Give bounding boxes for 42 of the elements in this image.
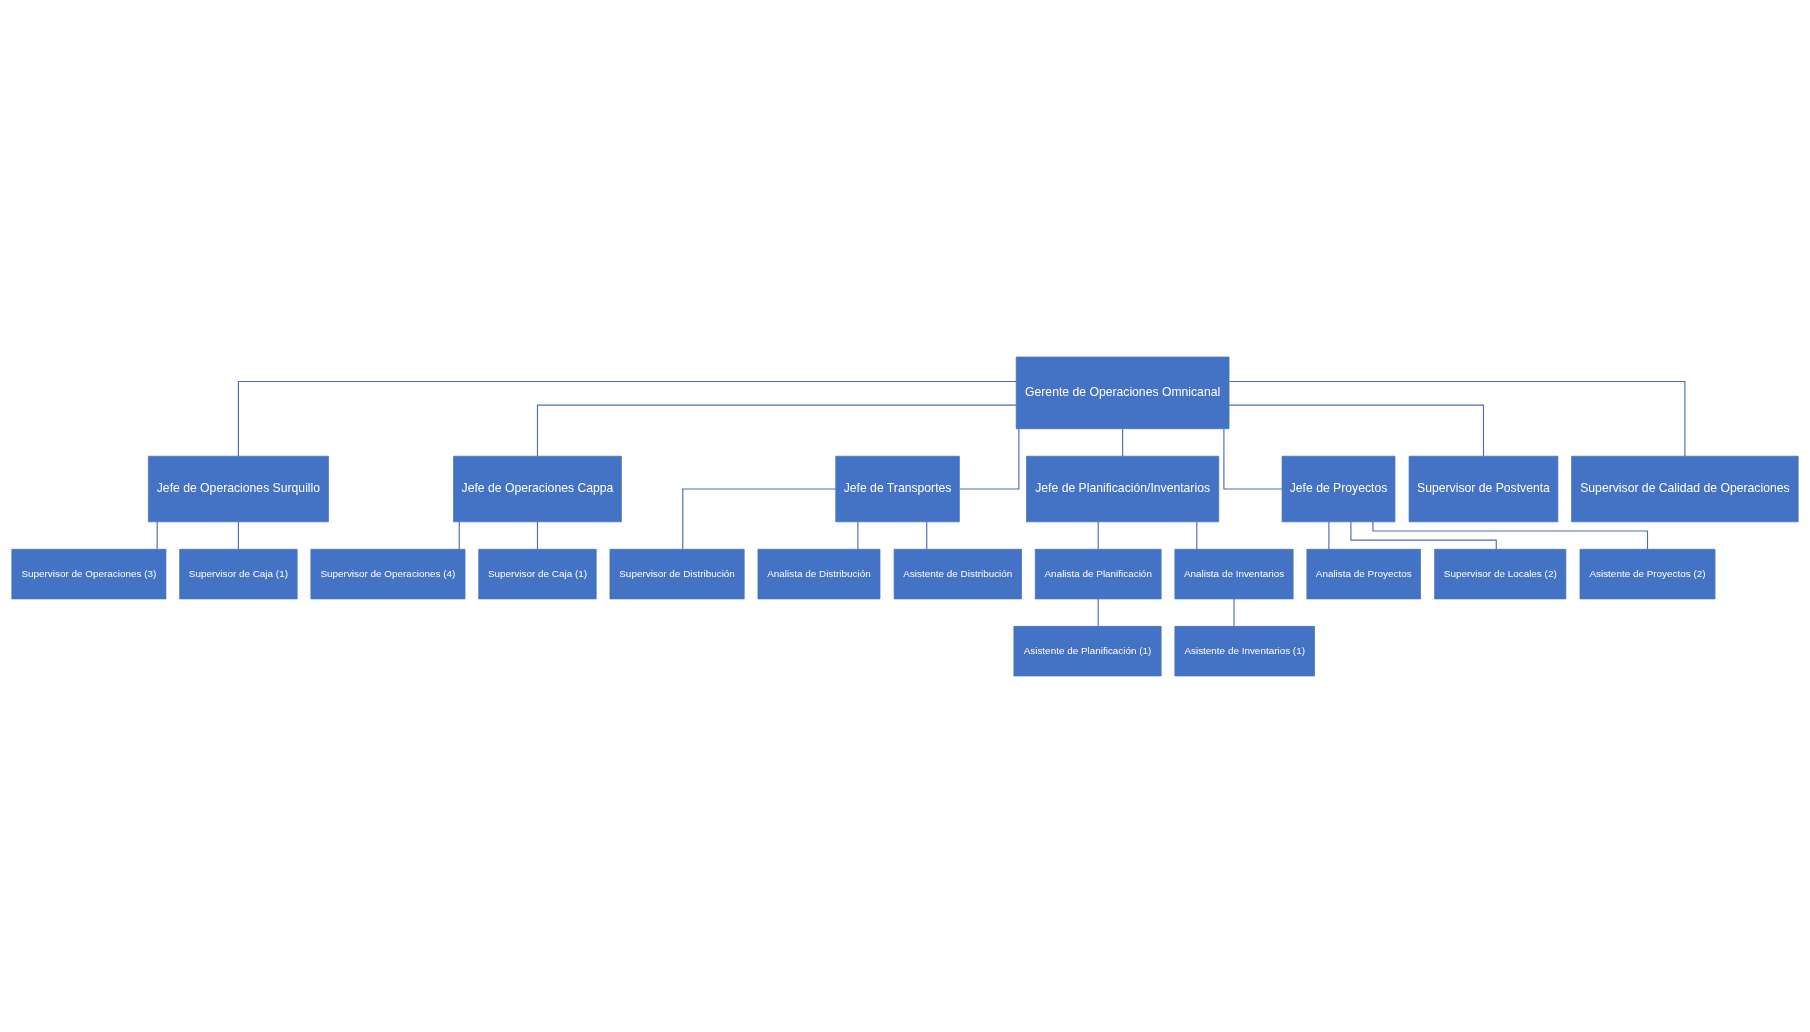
node-box: Analista de Proyectos bbox=[1306, 548, 1421, 599]
node-box: Asistente de Inventarios (1) bbox=[1174, 625, 1315, 676]
node-box: Gerente de Operaciones Omnicanal bbox=[1015, 356, 1230, 429]
connector bbox=[536, 520, 539, 550]
node-box: Supervisor de Operaciones (3) bbox=[11, 548, 167, 599]
connector bbox=[1228, 380, 1686, 457]
node-box: Analista de Inventarios bbox=[1174, 548, 1294, 599]
node-box: Supervisor de Operaciones (4) bbox=[310, 548, 466, 599]
node-box: Analista de Planificación bbox=[1034, 548, 1162, 599]
connector bbox=[1328, 520, 1330, 550]
connector bbox=[1122, 427, 1124, 456]
node-box: Supervisor de Calidad de Operaciones bbox=[1571, 455, 1799, 522]
node-box: Supervisor de Postventa bbox=[1408, 455, 1559, 522]
connector bbox=[682, 487, 837, 550]
connector bbox=[1228, 404, 1485, 457]
connector bbox=[1097, 520, 1099, 550]
node-box: Supervisor de Caja (1) bbox=[478, 548, 597, 599]
node-box: Jefe de Planificación/Inventarios bbox=[1026, 455, 1220, 522]
connector bbox=[1223, 427, 1283, 490]
connector bbox=[237, 380, 1017, 457]
node-box: Supervisor de Caja (1) bbox=[179, 548, 298, 599]
node-box: Jefe de Operaciones Cappa bbox=[453, 455, 622, 522]
node-box: Jefe de Proyectos bbox=[1281, 455, 1396, 522]
connector bbox=[959, 427, 1020, 490]
node-box: Jefe de Transportes bbox=[835, 455, 960, 522]
connector bbox=[1196, 520, 1198, 550]
connector bbox=[1350, 520, 1497, 550]
connector bbox=[458, 520, 460, 550]
node-box: Supervisor de Distribución bbox=[609, 548, 745, 599]
node-box: Analista de Distribución bbox=[757, 548, 881, 599]
connector bbox=[536, 404, 1017, 457]
connector bbox=[237, 520, 239, 550]
node-box: Supervisor de Locales (2) bbox=[1434, 548, 1567, 599]
connector bbox=[926, 520, 928, 550]
connector bbox=[156, 520, 158, 550]
connector bbox=[1233, 597, 1235, 627]
node-box: Asistente de Proyectos (2) bbox=[1579, 548, 1716, 599]
connector bbox=[1097, 597, 1099, 627]
node-box: Jefe de Operaciones Surquillo bbox=[148, 455, 329, 522]
node-box: Asistente de Planificación (1) bbox=[1013, 625, 1162, 676]
connector bbox=[857, 520, 859, 550]
node-box: Asistente de Distribución bbox=[893, 548, 1022, 599]
